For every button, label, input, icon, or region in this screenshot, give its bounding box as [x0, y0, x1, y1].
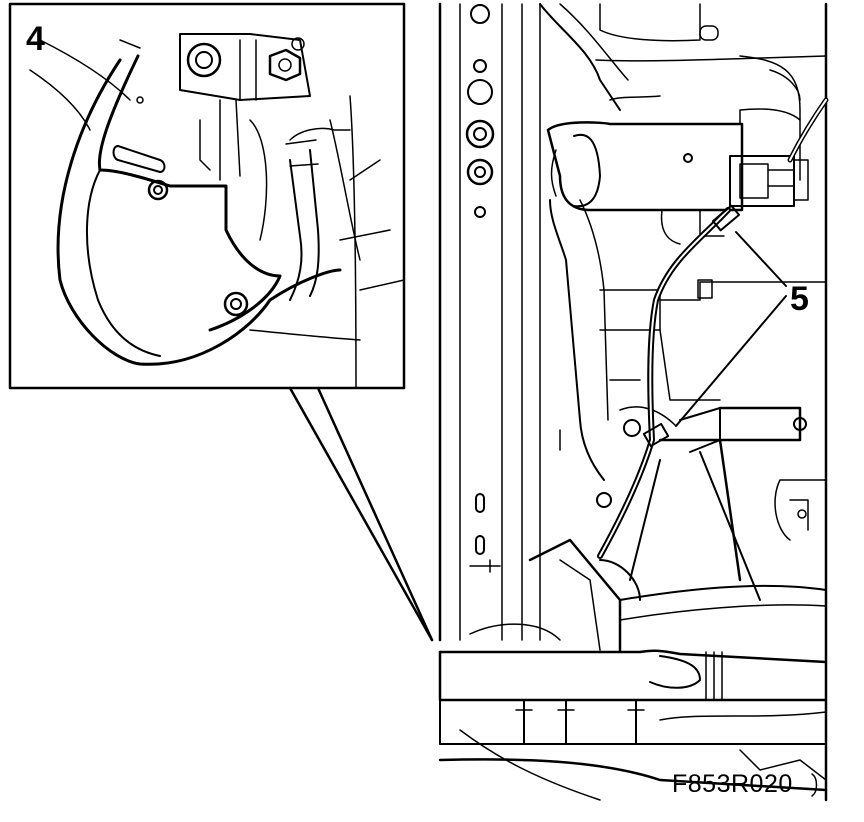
lower-crossmember: [438, 623, 828, 801]
body-structure: [438, 2, 828, 802]
callout-5-leaders: [675, 231, 787, 427]
cable-harness: [597, 204, 741, 559]
callout-label-5: 5: [790, 280, 809, 318]
lower-arm: [528, 406, 827, 652]
callout-label-4: 4: [26, 20, 45, 58]
figure-code: F853R020: [672, 770, 793, 798]
inset-detail: [8, 2, 406, 390]
inset-leader: [288, 386, 434, 642]
motor-unit: [546, 97, 829, 245]
middle-bracket: [549, 199, 827, 508]
